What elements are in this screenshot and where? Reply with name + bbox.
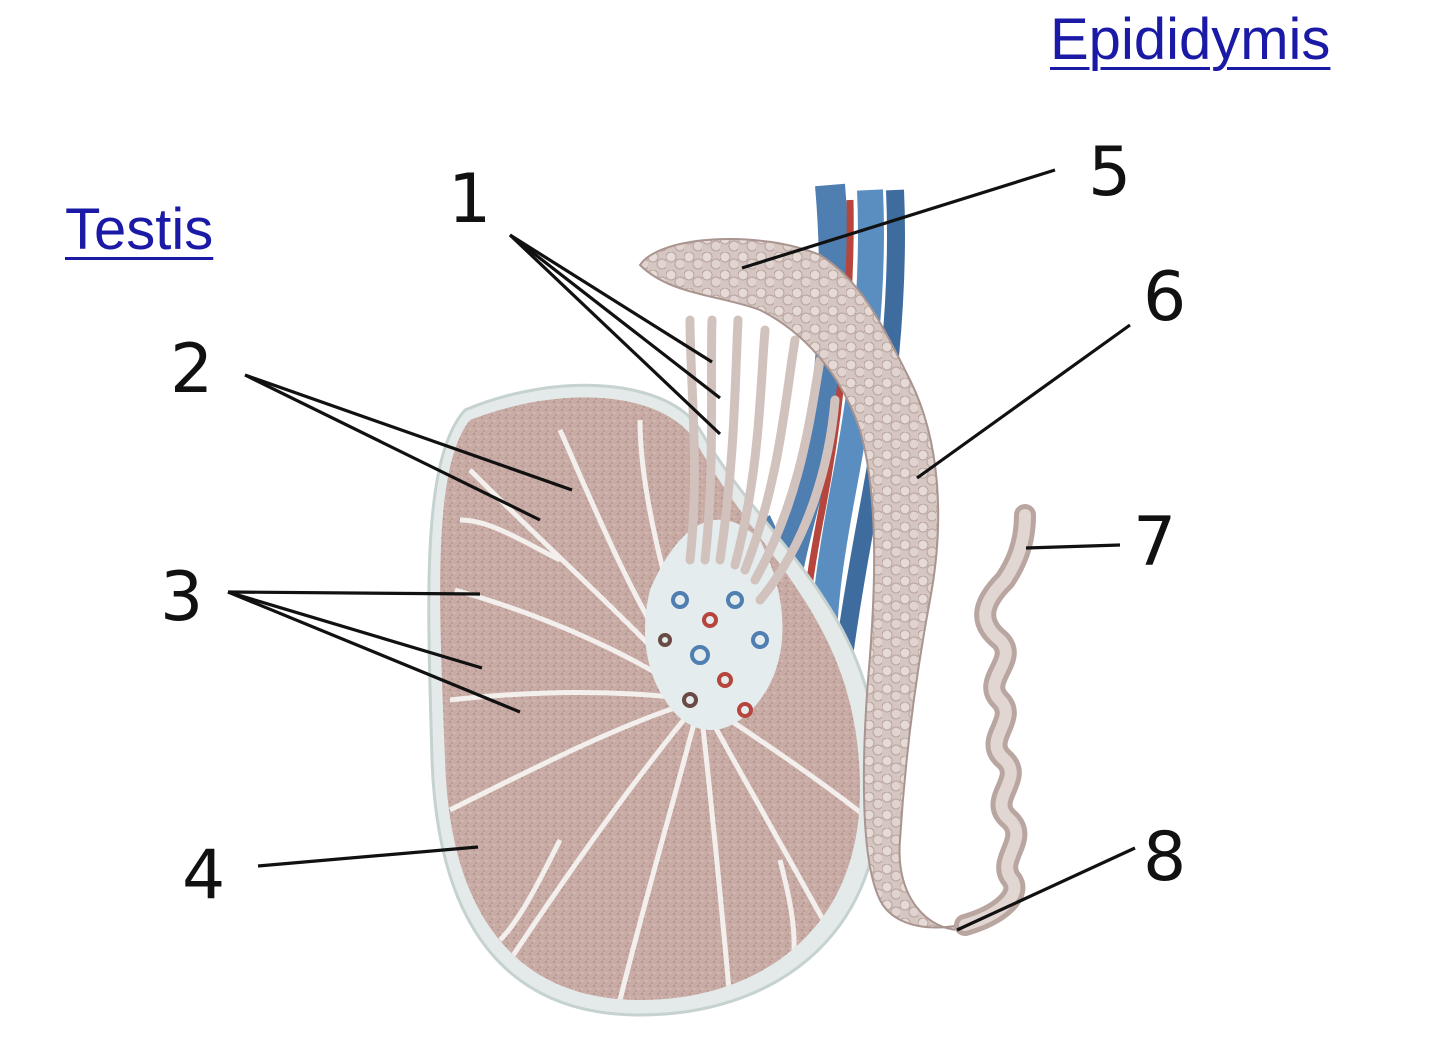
epididymis-heading-link[interactable]: Epididymis <box>1050 7 1331 72</box>
label-3: 3 <box>160 558 203 637</box>
label-7: 7 <box>1133 503 1176 582</box>
leader-3b <box>227 590 483 670</box>
leader-1c <box>508 233 722 436</box>
label-8: 8 <box>1143 818 1186 897</box>
label-2: 2 <box>170 330 213 409</box>
label-4: 4 <box>182 836 225 915</box>
leader-3a <box>227 590 481 596</box>
leader-1b <box>509 233 721 400</box>
testis-heading-link[interactable]: Testis <box>65 197 214 262</box>
leader-8 <box>956 846 1136 932</box>
number-labels: 1 2 3 4 5 6 7 8 <box>160 133 1186 915</box>
label-6: 6 <box>1143 258 1186 337</box>
label-5: 5 <box>1088 133 1131 212</box>
leader-7 <box>1025 543 1121 550</box>
leader-6 <box>916 323 1131 480</box>
efferent-ductules <box>685 315 840 605</box>
leader-3c <box>227 590 521 714</box>
leader-lines <box>227 168 1136 932</box>
ductus-deferens <box>954 504 1036 936</box>
leader-4 <box>257 845 479 868</box>
leader-1a <box>509 233 713 364</box>
label-1: 1 <box>448 160 491 239</box>
testis-body <box>427 383 882 1017</box>
leader-2a <box>244 373 573 492</box>
leader-5 <box>741 168 1056 270</box>
leader-2b <box>244 373 541 522</box>
